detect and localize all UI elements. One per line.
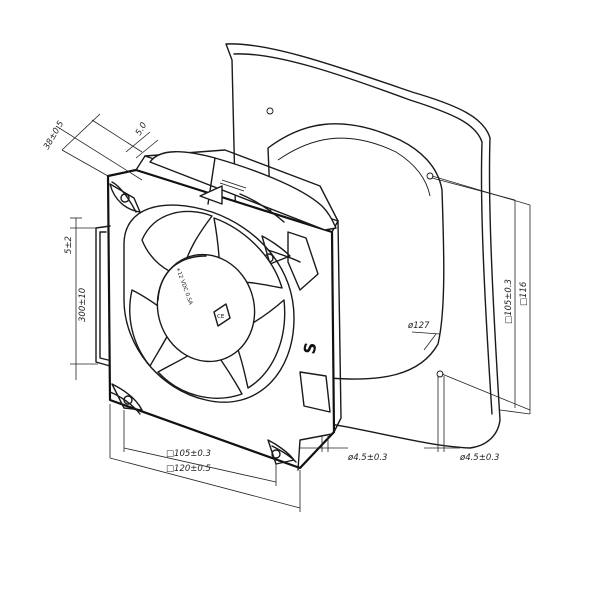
- dim-flange: [125, 131, 159, 159]
- dim-vertical-right: [431, 177, 531, 415]
- dim-guard-hole: [424, 376, 460, 452]
- dim-lead-strip-label: 5±2: [64, 236, 74, 254]
- dim-lead-length-label: 300±10: [78, 288, 88, 322]
- dim-depth: [55, 113, 143, 181]
- dim-guard-diameter: [411, 331, 441, 351]
- fan-corner-holes: [109, 183, 295, 465]
- dim-outer-v-label: □116: [519, 281, 529, 306]
- fan-rotor: [123, 204, 295, 403]
- fan-hole-top-left: [109, 183, 141, 213]
- dim-guard-hole-label: ø4.5±0.3: [459, 453, 499, 463]
- dim-guard-diameter-label: ø127: [407, 321, 430, 331]
- dim-fan-hole: [300, 436, 348, 452]
- fan-hole-bottom-right: [267, 439, 295, 465]
- ce-label: CE: [217, 314, 225, 320]
- brand-logo: S: [300, 341, 321, 356]
- dim-depth-label: 38±0.5: [42, 119, 66, 151]
- dim-horizontal-bottom: [109, 404, 301, 512]
- brand-logo-text: S: [300, 341, 321, 356]
- fan-hole-bottom-left: [111, 383, 143, 411]
- dim-hole-pitch-h-label: □105±0.3: [166, 449, 211, 459]
- ce-mark: CE: [213, 303, 231, 327]
- dim-outer-h-label: □120±0.5: [166, 464, 211, 474]
- dim-fan-hole-label: ø4.5±0.3: [347, 453, 387, 463]
- dim-hole-pitch-v-label: □105±0.3: [504, 279, 514, 324]
- top-warning-label: [199, 179, 247, 205]
- dim-flange-label: 5.0: [134, 121, 149, 138]
- lead-wire: [70, 217, 111, 380]
